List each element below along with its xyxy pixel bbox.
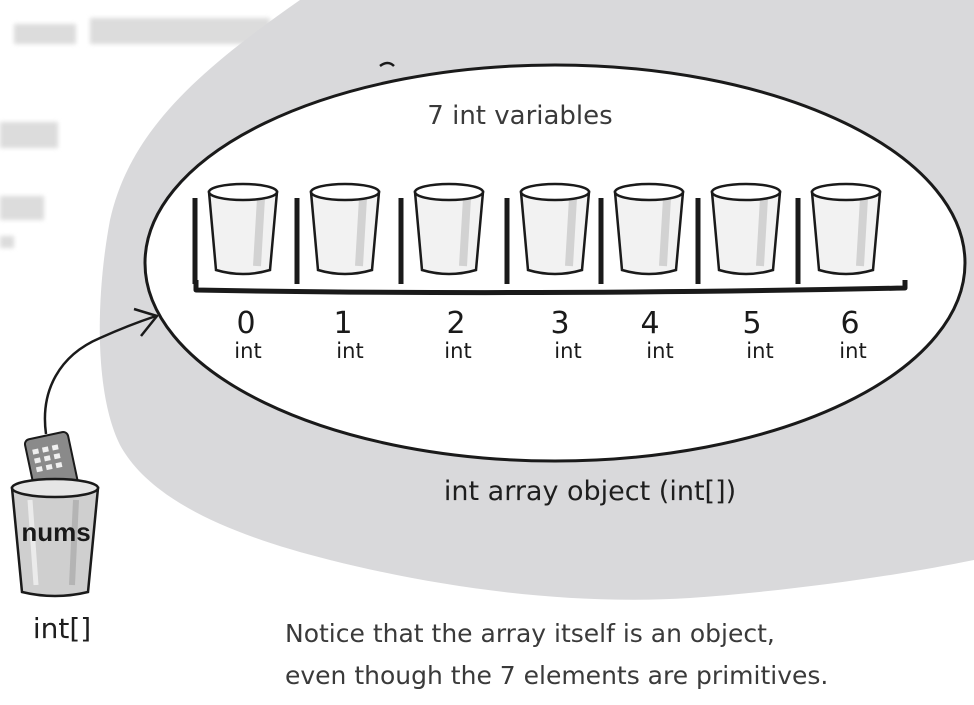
index-label-2: 2	[446, 306, 465, 341]
cup-shade	[659, 197, 671, 267]
type-label-0: int	[234, 339, 261, 363]
cup-body	[413, 190, 485, 276]
cup-shade	[253, 197, 265, 267]
type-label-3: int	[554, 339, 581, 363]
cup-rim	[613, 182, 685, 202]
cup-shade	[459, 197, 471, 267]
cup-body	[309, 190, 381, 276]
cup-rim	[810, 182, 882, 202]
cup-rim	[710, 182, 782, 202]
cup-icon-0	[192, 182, 279, 284]
cup-rim	[519, 182, 591, 202]
cup-body	[710, 190, 782, 276]
note-line-1: Notice that the array itself is an objec…	[285, 619, 775, 648]
redacted-text-fragment-3	[0, 122, 58, 148]
top-label: 7 int variables	[427, 101, 612, 131]
cup-rim	[207, 182, 279, 202]
cup-body	[613, 190, 685, 276]
cup-rim	[413, 182, 485, 202]
redacted-heading-fragment-1	[14, 24, 76, 44]
cup-icon-1	[294, 182, 381, 284]
redacted-text-fragment-4	[0, 196, 44, 220]
cup-icon-3	[504, 182, 591, 284]
cup-icon-2	[398, 182, 485, 284]
type-label-4: int	[646, 339, 673, 363]
reference-cup-icon	[10, 477, 100, 598]
cup-body	[519, 190, 591, 276]
cup-body	[810, 190, 882, 276]
reference-arrow	[43, 314, 157, 435]
cup-rim	[309, 182, 381, 202]
redacted-text-fragment-5	[0, 236, 14, 248]
cup-body	[207, 190, 279, 276]
cup-shade	[756, 197, 768, 267]
ellipse-notch	[379, 61, 395, 68]
index-label-6: 6	[840, 306, 859, 341]
cup-shade	[856, 197, 868, 267]
reference-name-label: nums	[21, 517, 90, 547]
cup-shade	[565, 197, 577, 267]
redacted-heading-fragment-2	[90, 18, 270, 44]
cup-icon-4	[598, 182, 685, 284]
cup-icon-5	[695, 182, 782, 284]
reference-type-label: int[]	[33, 612, 91, 645]
type-label-1: int	[336, 339, 363, 363]
cup-icon-6	[795, 182, 882, 284]
cups-group	[192, 182, 882, 284]
cup-shelf	[193, 280, 908, 296]
index-label-5: 5	[742, 306, 761, 341]
array-object-label: int array object (int[])	[444, 476, 736, 507]
index-label-1: 1	[333, 306, 352, 341]
type-label-5: int	[746, 339, 773, 363]
type-label-6: int	[839, 339, 866, 363]
note-line-2: even though the 7 elements are primitive…	[285, 661, 828, 690]
type-label-2: int	[444, 339, 471, 363]
cup-shade	[355, 197, 367, 267]
reference-arrowhead	[133, 307, 159, 337]
index-label-3: 3	[550, 306, 569, 341]
index-label-4: 4	[640, 306, 659, 341]
index-label-0: 0	[236, 306, 255, 341]
